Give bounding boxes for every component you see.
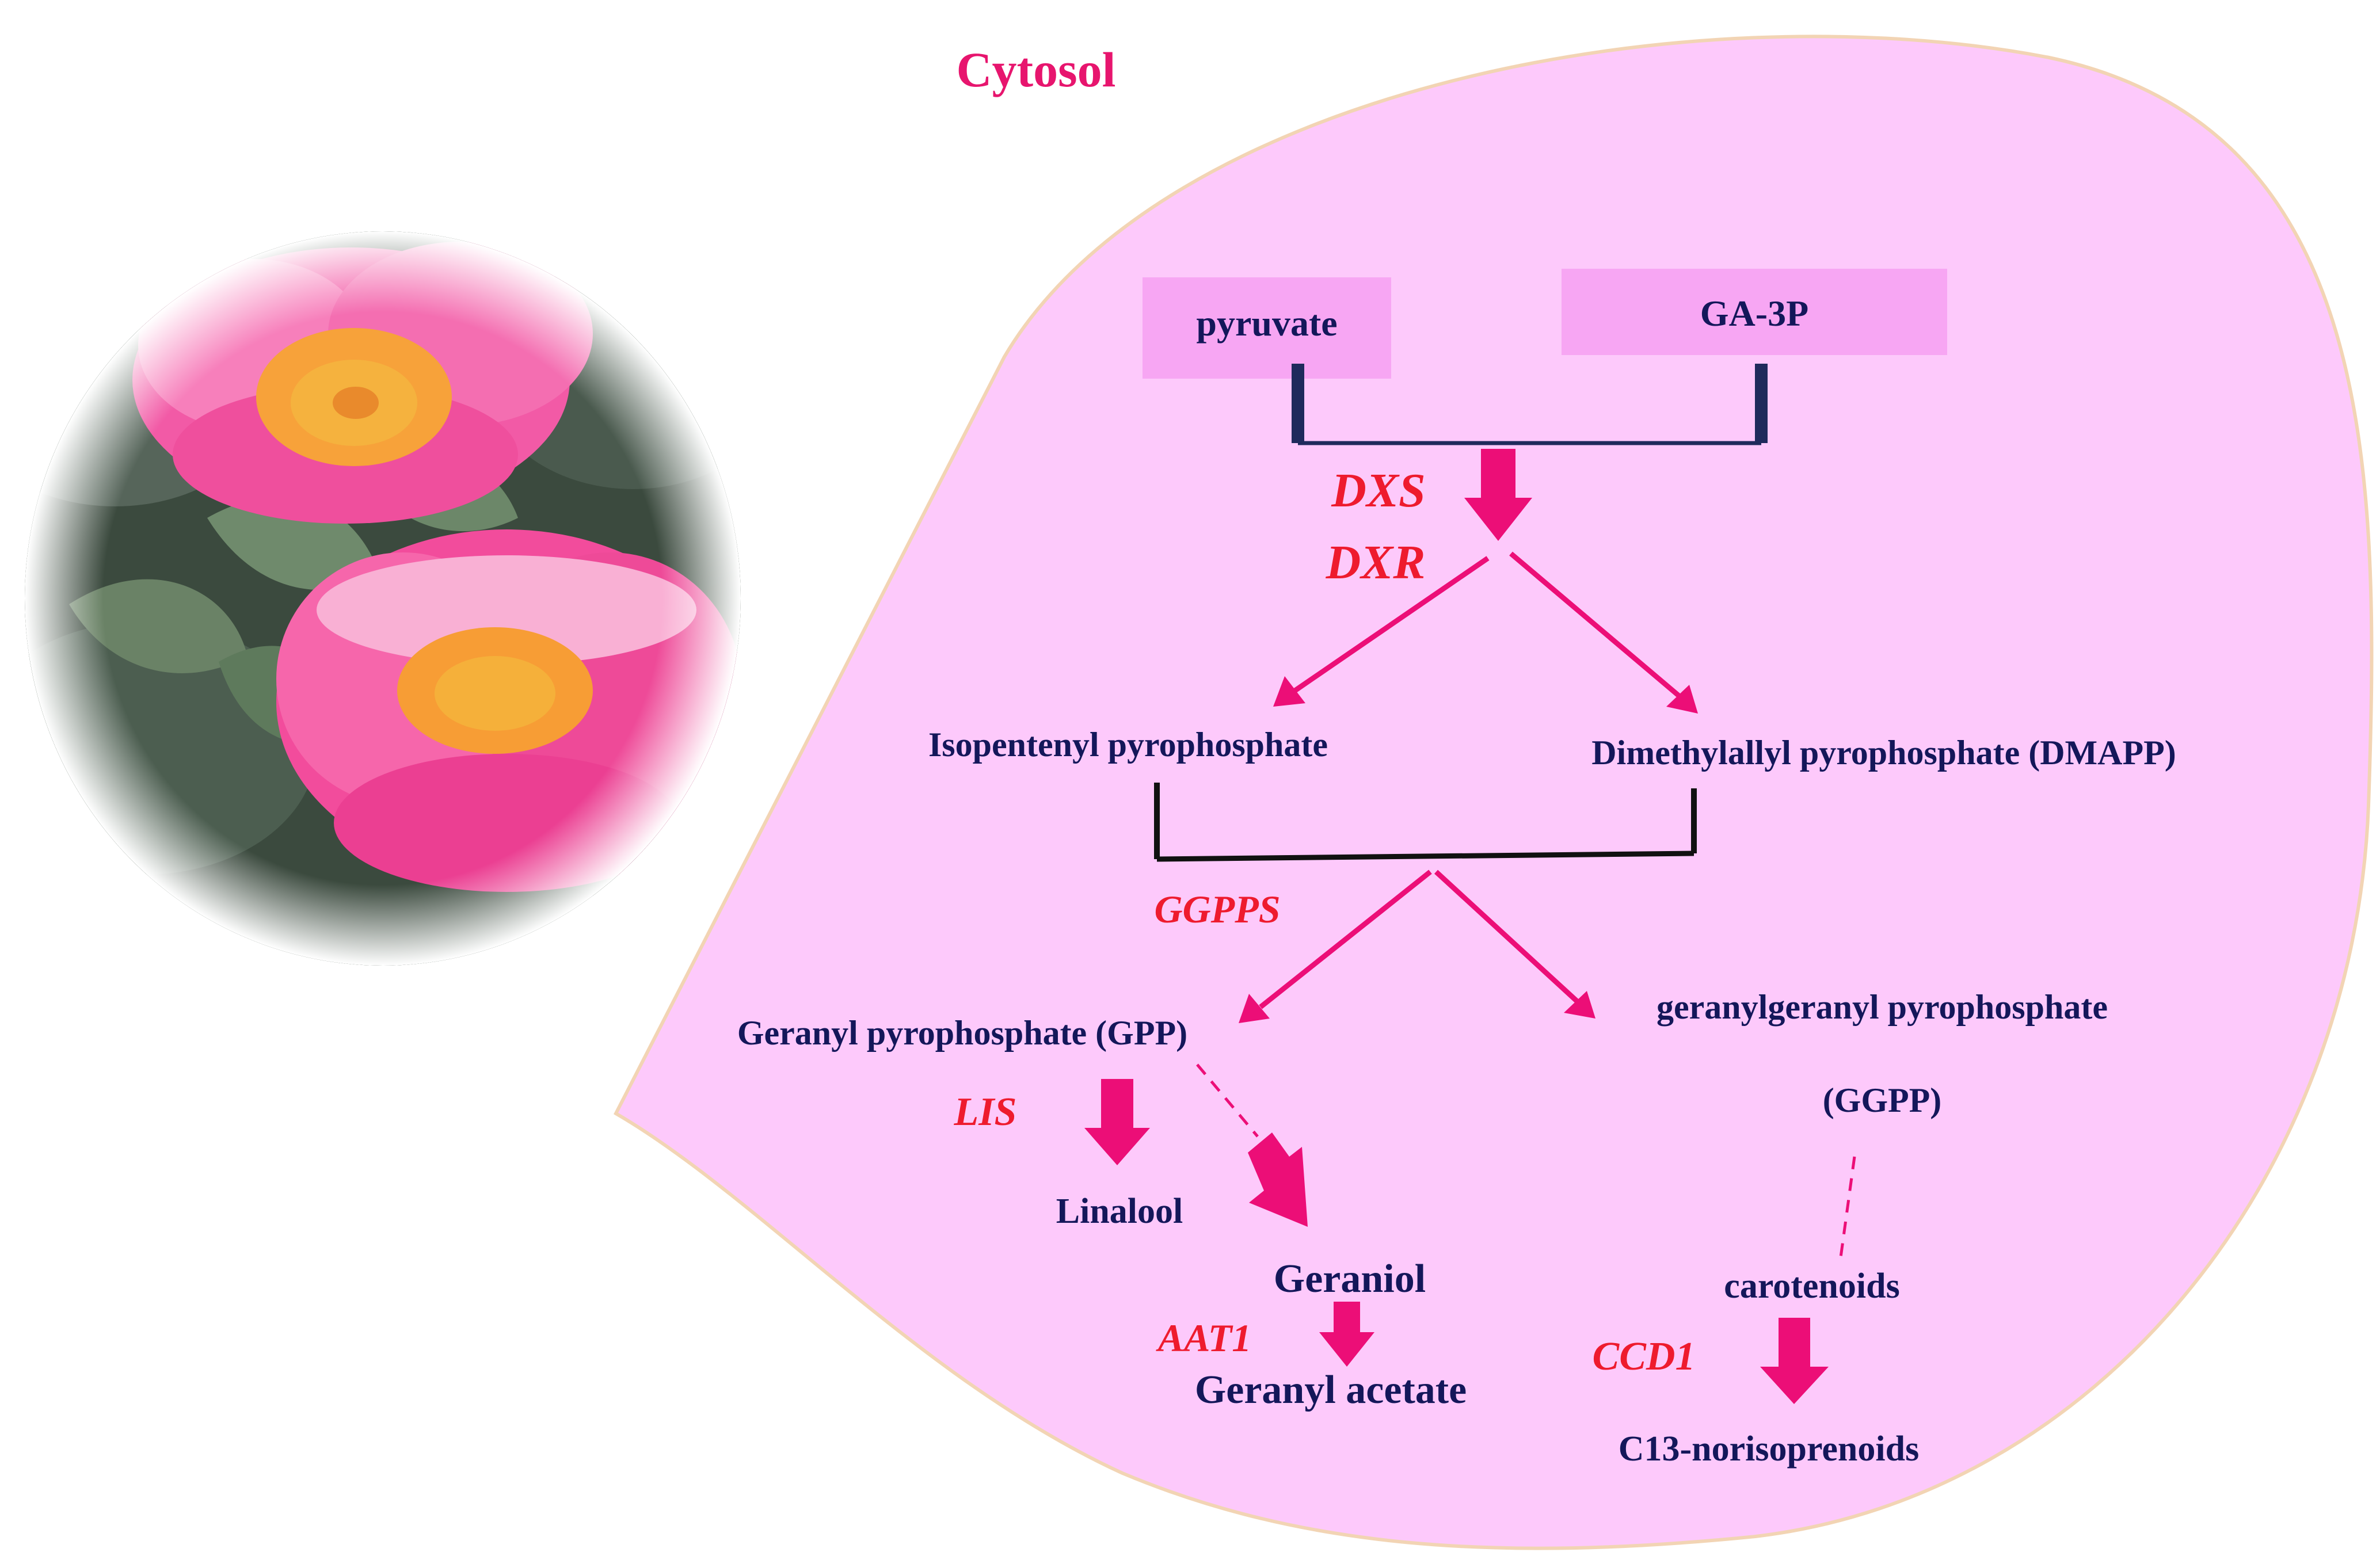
aat1-label: AAT1 <box>1156 1316 1252 1360</box>
substrate-bracket <box>1292 364 1768 445</box>
geranyl-acetate-label: Geranyl acetate <box>1195 1368 1467 1412</box>
pyruvate-label: pyruvate <box>1196 303 1337 344</box>
norisoprenoids-label: C13-norisoprenoids <box>1619 1429 1920 1469</box>
ccd1-arrow <box>1760 1318 1829 1404</box>
cytosol-compartment <box>614 35 2374 1550</box>
lis-arrow <box>1084 1079 1150 1165</box>
geraniol-label: Geraniol <box>1274 1257 1426 1301</box>
dmapp-label: Dimethylallyl pyrophosphate (DMAPP) <box>1591 734 2176 772</box>
carotenoids-label: carotenoids <box>1724 1267 1899 1306</box>
ggpps-split-arrows <box>1239 869 1595 1023</box>
ccd1-label: CCD1 <box>1593 1334 1696 1379</box>
ggpps-label: GGPPS <box>1154 887 1280 931</box>
ggpp-label-line2: (GGPP) <box>1823 1081 1942 1119</box>
dxs-dxr-arrow <box>1464 449 1532 541</box>
dxr-split-arrows <box>1273 551 1698 714</box>
aat1-arrow <box>1319 1302 1374 1367</box>
dxr-label: DXR <box>1326 536 1426 589</box>
ipp-dmapp-bracket <box>1154 783 1697 862</box>
rose-photo <box>25 231 741 966</box>
ga3p-box <box>1562 269 1947 355</box>
gpp-label: Geranyl pyrophosphate (GPP) <box>737 1014 1187 1052</box>
ggpp-label-line1: geranylgeranyl pyrophosphate <box>1657 988 2108 1026</box>
linalool-label: Linalool <box>1056 1192 1183 1231</box>
lis-label: LIS <box>954 1090 1017 1134</box>
dxs-label: DXS <box>1331 464 1425 517</box>
ggpp-carotenoids-dashed <box>1839 1156 1856 1258</box>
gpp-geraniol-dashed <box>1196 1063 1259 1138</box>
ipp-label: Isopentenyl pyrophosphate <box>928 726 1328 764</box>
ga3p-label: GA-3P <box>1700 293 1808 334</box>
pyruvate-box <box>1143 277 1391 379</box>
geraniol-arrow <box>1248 1132 1308 1227</box>
cytosol-title: Cytosol <box>956 42 1115 97</box>
